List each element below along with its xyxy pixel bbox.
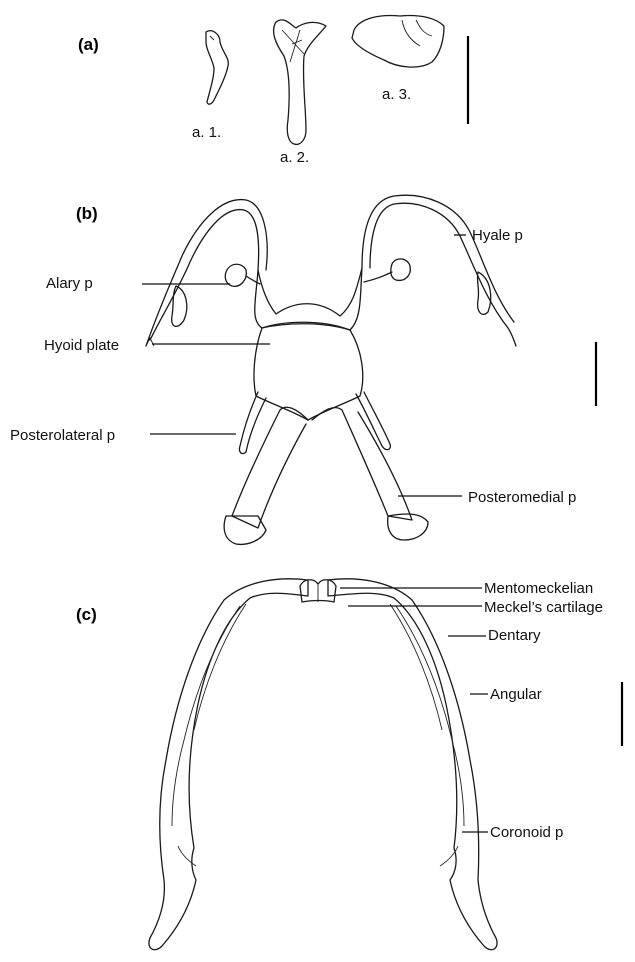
mentomeckelian-shape [300,580,336,602]
label-angular: Angular [490,686,542,703]
panel-b: (b) [10,195,596,544]
left-mandible [149,579,308,950]
label-mentomeckelian: Mentomeckelian [484,580,593,597]
label-hyale: Hyale p [472,227,523,244]
alary-processes [225,259,410,286]
hyoid-plate-shape [254,268,363,420]
left-hyale [146,200,267,346]
posterolateral-processes [239,392,390,454]
label-dentary: Dentary [488,627,541,644]
panel-c-label: (c) [76,605,97,624]
right-mandible [328,579,497,950]
label-a2: a. 2. [280,149,309,166]
posteromedial-processes [224,407,428,544]
bone-a2 [274,20,326,145]
label-posteromedial: Posteromedial p [468,489,576,506]
label-posterolateral: Posterolateral p [10,427,115,444]
label-a3: a. 3. [382,86,411,103]
bone-a3 [352,15,444,67]
panel-a: (a) a. 1. a. 2. a. 3. [78,15,468,166]
label-alary: Alary p [46,275,93,292]
label-a1: a. 1. [192,124,221,141]
panel-c: (c) Mentomeckelian Meckel’s cartilage De… [76,579,622,950]
panel-b-label: (b) [76,204,98,223]
bone-a1 [206,31,228,104]
right-hyale [362,195,516,346]
panel-a-label: (a) [78,35,99,54]
label-coronoid: Coronoid p [490,824,563,841]
label-hyoid-plate: Hyoid plate [44,337,119,354]
label-meckels-cartilage: Meckel’s cartilage [484,599,603,616]
